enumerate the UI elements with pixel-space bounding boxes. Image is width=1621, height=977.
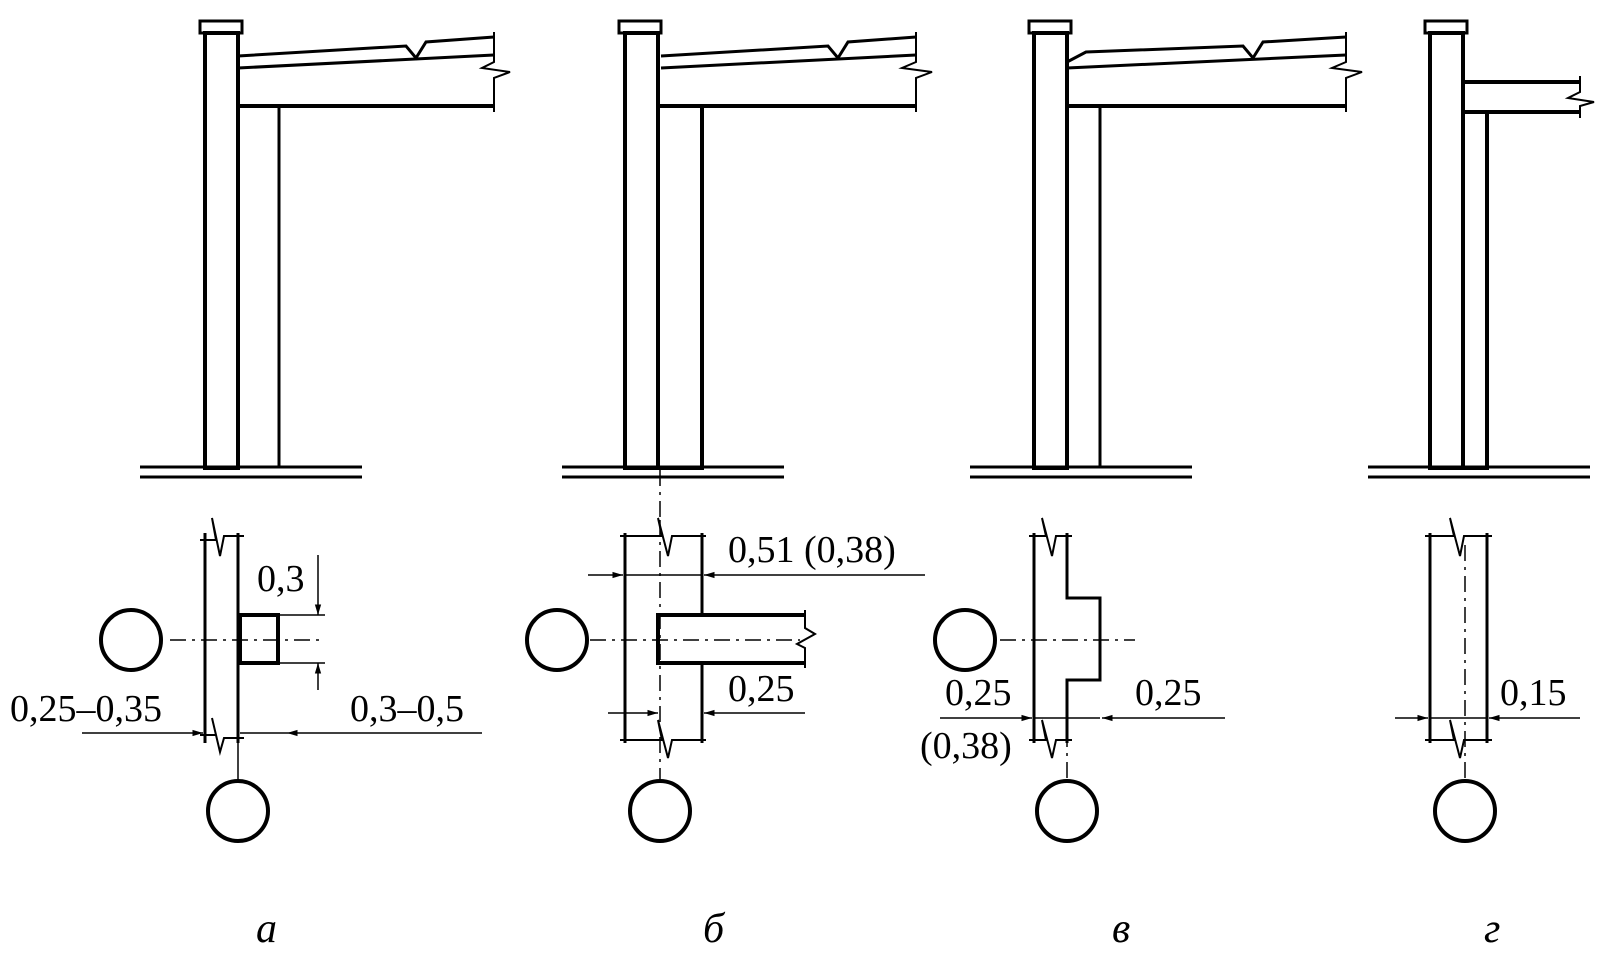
dim-label: 0,3–0,5 <box>350 688 464 730</box>
axis-marker-circle <box>628 779 692 843</box>
brick-wall <box>203 31 240 470</box>
wall-plan-pilaster <box>1065 533 1102 743</box>
dim-label: 0,25 <box>1135 672 1202 714</box>
roof-slab-top <box>237 35 495 61</box>
roof-slab-top <box>1066 35 1347 64</box>
break-line <box>794 610 817 668</box>
panel-a: 0,3 0,25–0,35 0,3–0,5 а <box>10 19 511 952</box>
roof-slab-bottom <box>660 53 917 70</box>
panel-caption: г <box>1484 906 1500 952</box>
plan-break-bottom <box>620 719 706 759</box>
dim-label: 0,25 <box>728 668 795 710</box>
break-line <box>898 32 933 112</box>
axis-marker-circle <box>99 608 163 672</box>
axis-marker-circle <box>933 608 997 672</box>
elevation-d <box>1368 19 1595 479</box>
axis-marker-circle <box>525 608 589 672</box>
axis-marker-circle <box>1433 779 1497 843</box>
dim-label: (0,38) <box>920 725 1012 767</box>
plan-break-bottom <box>1425 719 1492 759</box>
panel-caption: в <box>1112 906 1130 952</box>
brick-pilaster <box>1461 110 1489 470</box>
plan-break-top <box>620 517 706 557</box>
dim-label: 0,51 (0,38) <box>728 529 896 571</box>
plan-c: 0,25 (0,38) 0,25 <box>920 517 1225 843</box>
panel-c: 0,25 (0,38) 0,25 в <box>920 19 1363 952</box>
plan-break-top <box>1029 517 1072 557</box>
panel-d: 0,15 г <box>1368 19 1595 952</box>
break-line <box>1328 32 1363 112</box>
break-line <box>1564 76 1595 118</box>
dim-label: 0,3 <box>257 558 305 600</box>
brick-wall <box>1428 31 1465 470</box>
panel-b: 0,51 (0,38) 0,25 б <box>525 19 933 952</box>
dim-label: 0,15 <box>1500 672 1567 714</box>
column-stub-plan <box>238 613 280 665</box>
plan-break-bottom <box>200 717 244 756</box>
elevation-c <box>970 19 1363 479</box>
plan-break-top <box>1425 517 1492 557</box>
panel-caption: б <box>703 906 726 952</box>
elevation-b <box>562 19 933 520</box>
plan-break-bottom <box>1029 719 1072 759</box>
brick-pilaster <box>656 104 704 470</box>
axis-marker-circle <box>1035 779 1099 843</box>
plan-a: 0,3 0,25–0,35 0,3–0,5 <box>10 517 482 843</box>
axis-marker-circle <box>206 779 270 843</box>
panel-caption: а <box>256 906 277 952</box>
roof-slab-bottom <box>237 53 495 70</box>
beam-plan <box>656 613 702 665</box>
plan-d: 0,15 <box>1395 517 1580 843</box>
break-line <box>478 32 511 112</box>
brick-wall <box>623 31 660 470</box>
dim-label: 0,25–0,35 <box>10 688 162 730</box>
dim-label: 0,25 <box>945 672 1012 714</box>
elevation-a <box>140 19 511 479</box>
roof-slab-top <box>660 35 917 61</box>
brick-wall <box>1032 31 1069 470</box>
plan-break-top <box>200 517 244 557</box>
roof-slab-bottom <box>1066 53 1347 70</box>
plan-b: 0,51 (0,38) 0,25 <box>525 517 925 843</box>
